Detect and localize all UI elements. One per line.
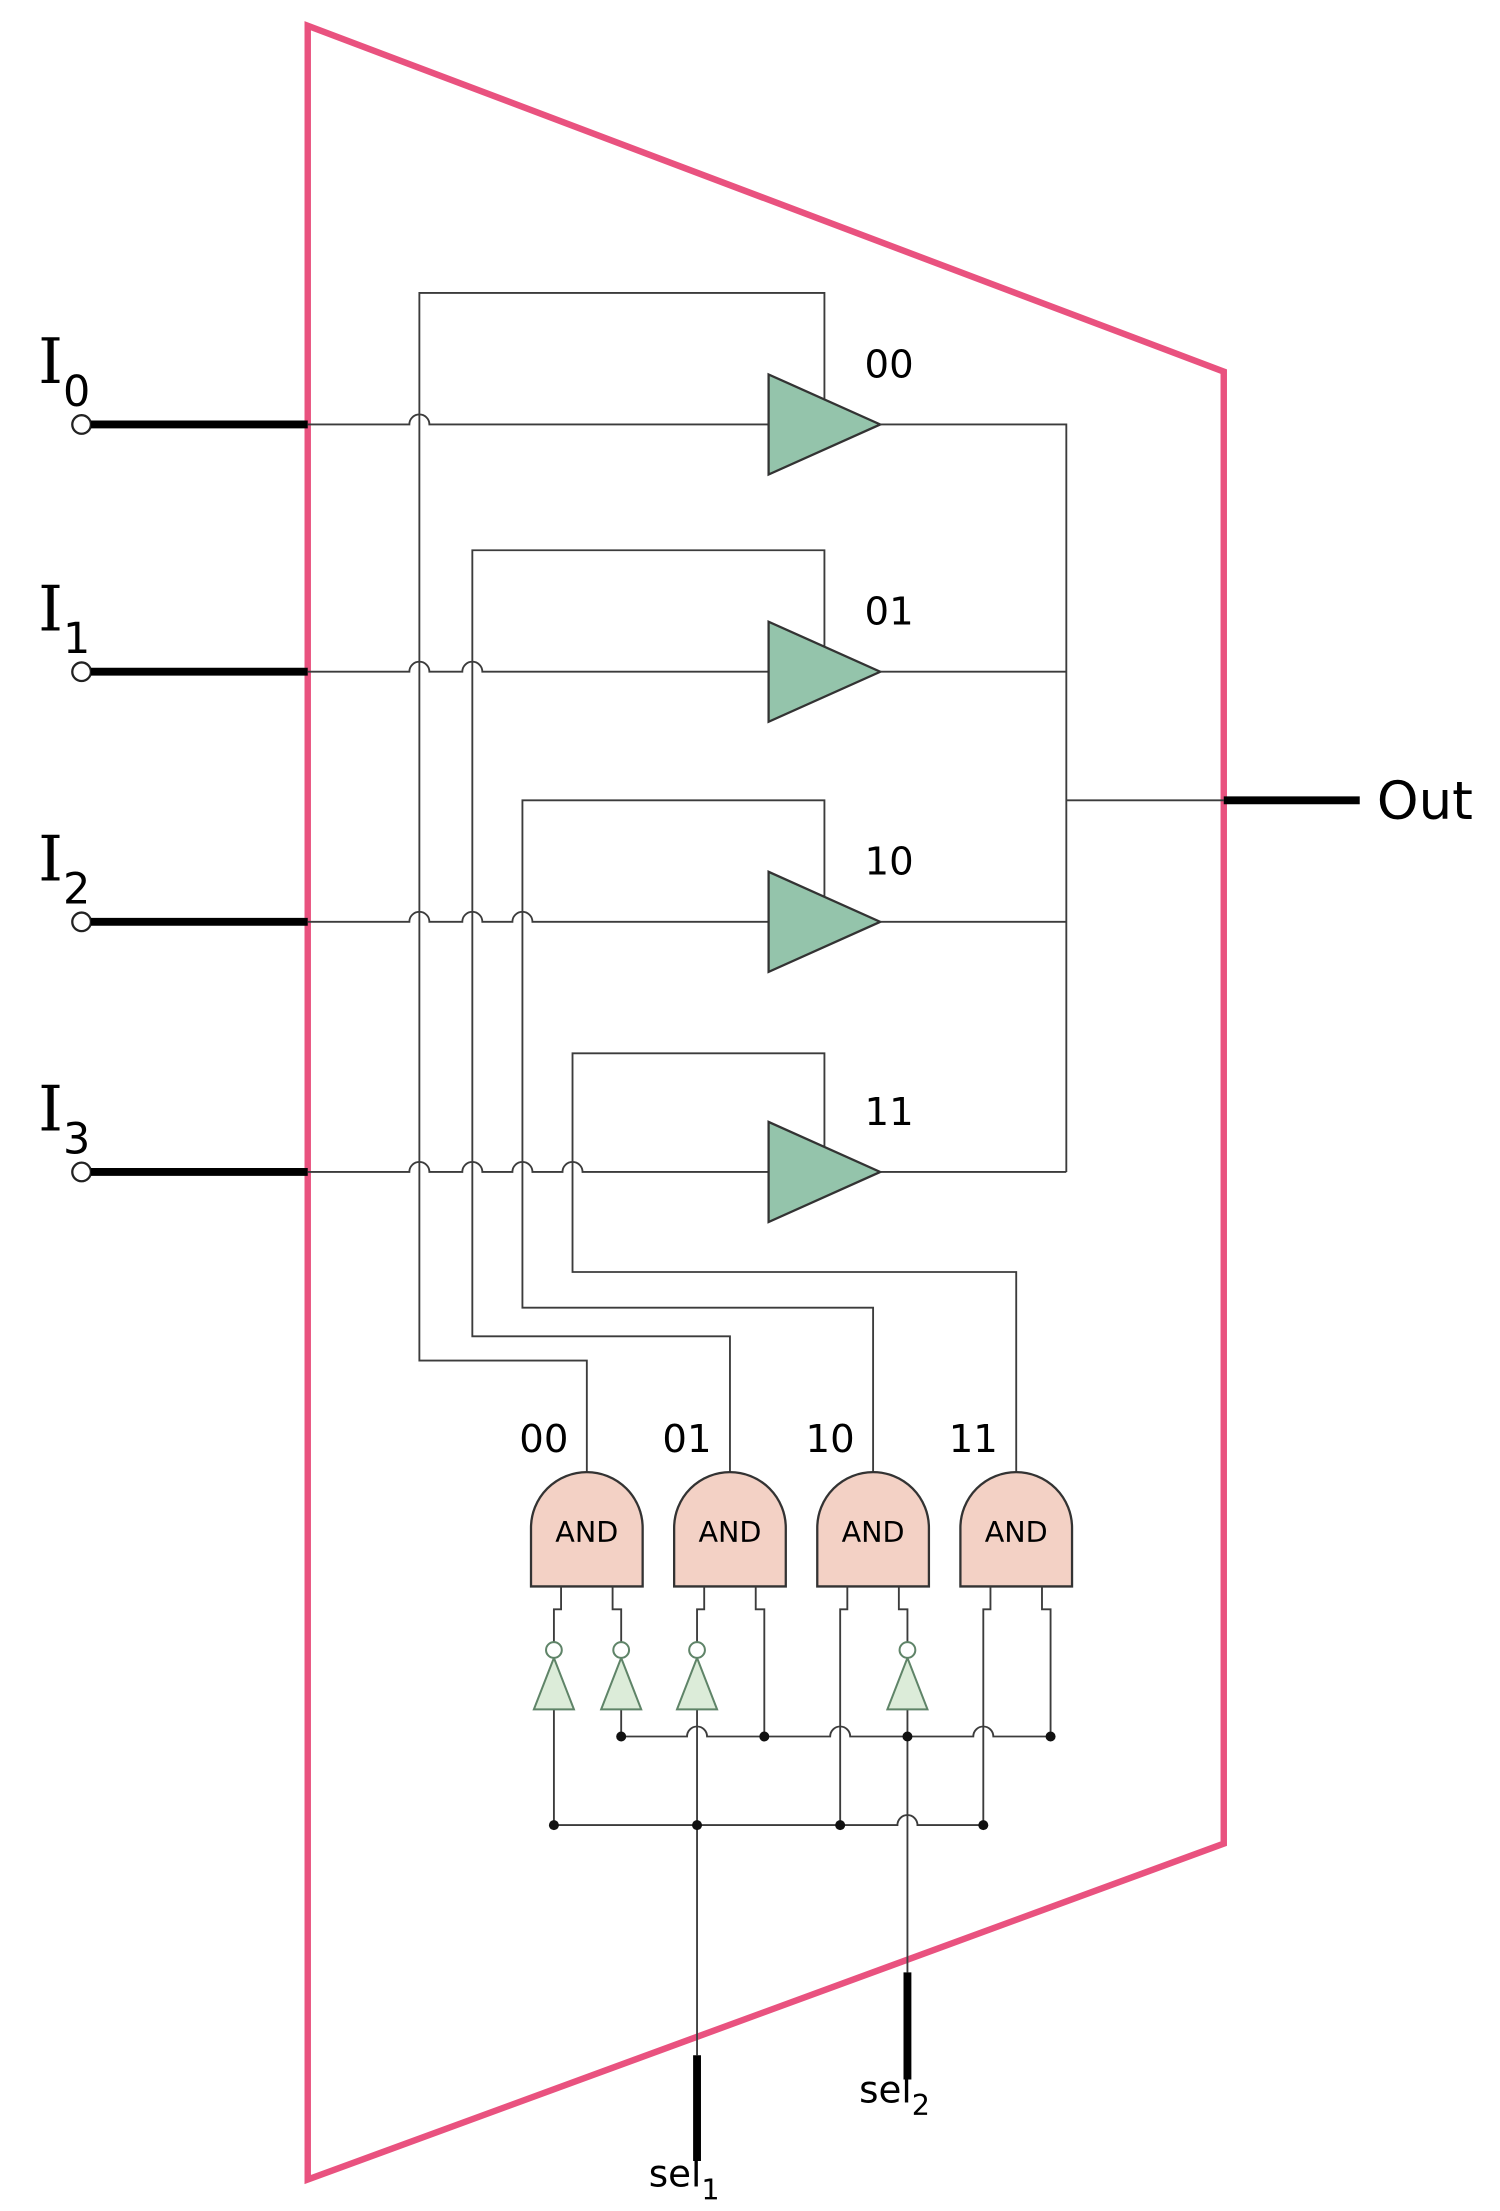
- input-label-subscript: 2: [63, 864, 90, 914]
- buffer-select-code: 00: [865, 342, 914, 387]
- select-label: sel: [649, 2152, 702, 2196]
- inverter-bubble-icon: [545, 1641, 563, 1659]
- select-input-sel2: sel 2: [859, 1972, 930, 2122]
- junction-dot: [548, 1820, 559, 1831]
- select-input-sel1: sel 1: [649, 2055, 720, 2207]
- input-label: I: [38, 1073, 63, 1146]
- inverter-bubble-icon: [688, 1641, 706, 1659]
- and-gate-10: 10 AND: [806, 1417, 931, 1826]
- select-label-subscript: 2: [912, 2088, 930, 2122]
- tristate-buffer-icon: [767, 619, 884, 724]
- and-gate-label: AND: [555, 1515, 618, 1549]
- inverter-1: [532, 1641, 576, 1826]
- input-i2: I 2: [38, 822, 769, 933]
- input-wire: [307, 910, 769, 923]
- and-gate-00: 00 AND: [519, 1417, 644, 1642]
- and-input-stubs: [552, 1586, 623, 1642]
- mux-body-outline: [304, 21, 1227, 2185]
- inverter-2: [599, 1641, 643, 1737]
- and-input-stubs: [696, 1586, 766, 1737]
- sel1-bus-wire: [553, 1814, 984, 1827]
- input-terminal-icon: [71, 911, 93, 933]
- inverter-bubble-icon: [612, 1641, 631, 1659]
- and-input-stubs: [839, 1586, 909, 1826]
- input-i0: I 0: [38, 325, 769, 435]
- enable-wire-01: [471, 549, 826, 1473]
- select-label-subscript: 1: [701, 2173, 719, 2207]
- and-gate-icon: [816, 1471, 931, 1588]
- output-label: Out: [1377, 771, 1473, 832]
- enable-wire-10: [521, 799, 875, 1473]
- inverter-icon: [599, 1655, 643, 1711]
- inverter-3: [675, 1641, 719, 2056]
- tristate-buffer-10: 10: [767, 840, 914, 974]
- input-terminal-icon: [71, 661, 93, 683]
- enable-wire-00: [418, 292, 826, 1473]
- and-gate-icon: [529, 1471, 644, 1588]
- junction-dot: [978, 1820, 989, 1831]
- tristate-buffer-11: 11: [767, 1090, 914, 1224]
- buffer-select-code: 01: [865, 590, 914, 635]
- enable-wires: [418, 292, 1018, 1473]
- and-gate-label: AND: [985, 1515, 1048, 1549]
- input-label-subscript: 1: [63, 614, 90, 664]
- tristate-buffer-icon: [767, 1120, 884, 1224]
- and-gate-label: AND: [842, 1515, 905, 1549]
- and-gate-select-code: 01: [662, 1417, 711, 1462]
- input-i3: I 3: [38, 1073, 769, 1183]
- input-wire: [307, 413, 769, 426]
- input-label-subscript: 0: [63, 367, 90, 417]
- input-label-subscript: 3: [63, 1114, 90, 1164]
- output-net: Out: [880, 423, 1473, 1173]
- and-gate-icon: [959, 1471, 1074, 1588]
- tristate-buffer-00: 00: [767, 342, 914, 477]
- input-label: I: [38, 325, 63, 398]
- inverter-icon: [675, 1655, 719, 1711]
- select-label: sel: [859, 2067, 912, 2111]
- buffer-select-code: 11: [865, 1090, 914, 1135]
- junction-dot: [759, 1731, 770, 1742]
- input-terminal-icon: [71, 414, 93, 435]
- input-i1: I 1: [38, 572, 769, 683]
- and-gate-select-code: 11: [949, 1417, 998, 1462]
- junction-dot: [692, 1820, 703, 1831]
- enable-wire-11: [571, 1052, 1018, 1473]
- inverter-bubble-icon: [898, 1641, 917, 1659]
- and-gate-01: 01 AND: [662, 1417, 787, 1737]
- tristate-buffer-icon: [767, 870, 884, 974]
- input-wire: [307, 1161, 769, 1173]
- select-buses: [548, 1725, 1056, 1831]
- tristate-buffer-icon: [767, 372, 884, 477]
- input-wire: [307, 660, 769, 673]
- inverter-4: [885, 1641, 929, 1973]
- and-gate-select-code: 10: [806, 1417, 855, 1462]
- tristate-buffer-01: 01: [767, 590, 914, 724]
- input-label: I: [38, 822, 63, 895]
- and-gate-select-code: 00: [519, 1417, 568, 1462]
- junction-dot: [1045, 1731, 1056, 1742]
- input-terminal-icon: [71, 1161, 93, 1183]
- input-label: I: [38, 572, 63, 645]
- buffer-select-code: 10: [865, 840, 914, 885]
- sel2-bus-wire: [621, 1725, 1051, 1738]
- junction-dot: [835, 1820, 846, 1831]
- junction-dot: [902, 1731, 913, 1742]
- inverter-icon: [885, 1655, 929, 1711]
- and-gate-11: 11 AND: [949, 1417, 1074, 1826]
- and-gate-label: AND: [698, 1515, 761, 1549]
- and-input-stubs: [982, 1586, 1052, 1826]
- output-bus-wire: [880, 423, 1224, 1173]
- junction-dot: [616, 1731, 627, 1742]
- inverter-icon: [532, 1655, 576, 1711]
- and-gate-icon: [672, 1471, 787, 1588]
